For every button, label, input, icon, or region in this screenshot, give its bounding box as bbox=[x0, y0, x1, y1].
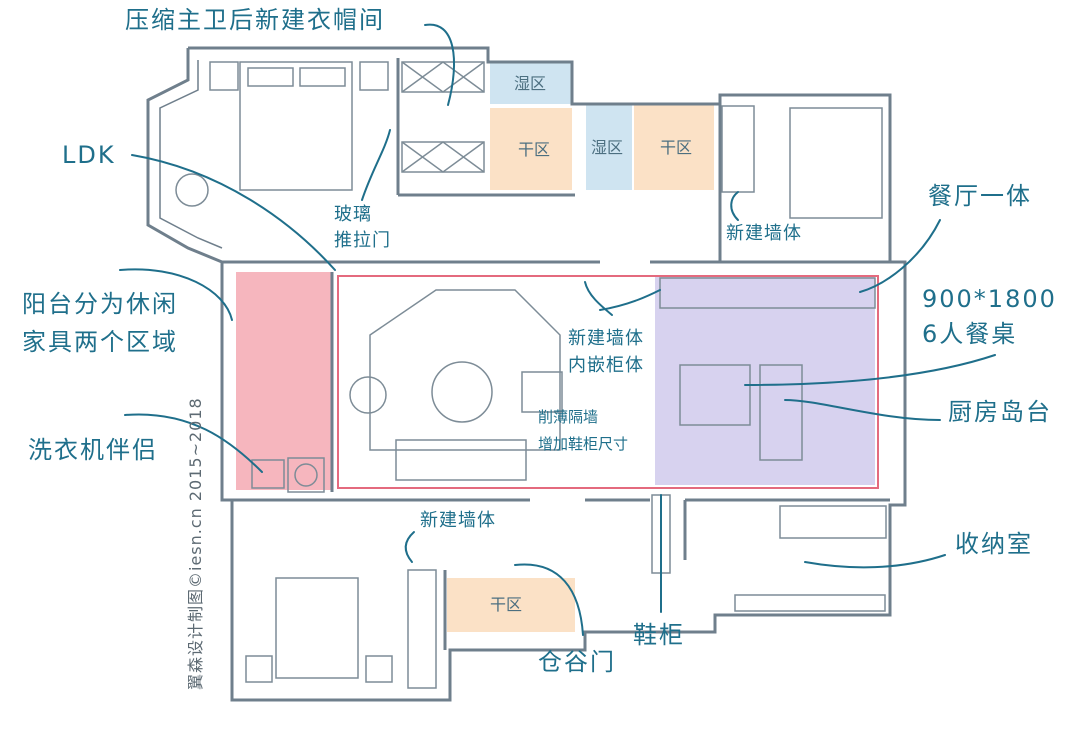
arrow-storage bbox=[804, 554, 946, 569]
arrow-table bbox=[744, 354, 996, 386]
arrow-new-wall-cabinet bbox=[584, 281, 613, 316]
room-wet-zone-2: 湿区 bbox=[591, 138, 624, 157]
label-table-size-1: 900*1800 bbox=[922, 285, 1057, 313]
label-table-size-2: 6人餐桌 bbox=[922, 320, 1018, 348]
label-thin-partition-2: 增加鞋柜尺寸 bbox=[538, 435, 629, 453]
storage-shelves-bottom bbox=[734, 594, 886, 612]
label-new-wall-bottom: 新建墙体 bbox=[420, 510, 496, 531]
label-new-wall-cabinet-1: 新建墙体 bbox=[568, 328, 644, 349]
kitchen-zone-fill bbox=[655, 275, 875, 485]
label-washer-partner: 洗衣机伴侣 bbox=[28, 436, 158, 464]
bay-window-inner bbox=[159, 60, 223, 249]
dry-zone-fill-1 bbox=[490, 108, 572, 190]
arrow-wardrobe bbox=[424, 23, 455, 106]
dry-zone-fill-2 bbox=[634, 104, 714, 190]
wet-zone-fill-1 bbox=[490, 62, 572, 104]
bay-window bbox=[146, 48, 223, 264]
wet-zone-fill-2 bbox=[586, 104, 632, 190]
bed3-nightstand-2 bbox=[365, 655, 393, 683]
wardrobe-cabinet-top bbox=[401, 61, 485, 93]
living-rug bbox=[369, 289, 561, 451]
watermark: 翼森设计制图©iesn.cn 2015~2018 bbox=[186, 397, 205, 690]
arrow-ldk bbox=[131, 154, 336, 271]
coffee-table bbox=[431, 361, 493, 423]
arrow-glass-door bbox=[361, 129, 391, 201]
label-glass-door-2: 推拉门 bbox=[334, 230, 391, 251]
sofa bbox=[395, 439, 527, 481]
kitchen-counter bbox=[659, 277, 876, 309]
room-dry-zone-2: 干区 bbox=[660, 138, 693, 157]
wardrobe-cabinet-bottom bbox=[401, 141, 485, 173]
label-new-wall-top-right: 新建墙体 bbox=[726, 223, 802, 244]
arrow-new-wall-cabinet-2 bbox=[599, 289, 661, 311]
label-ldk: LDK bbox=[62, 141, 116, 169]
kitchen-island bbox=[759, 364, 803, 461]
ldk-outline bbox=[337, 275, 879, 489]
washer-partner-sink bbox=[251, 459, 285, 489]
master-chair bbox=[175, 173, 209, 207]
washer bbox=[287, 457, 325, 493]
label-new-wall-cabinet-2: 内嵌柜体 bbox=[568, 355, 644, 376]
dry-zone-fill-3 bbox=[447, 578, 575, 632]
master-pillow-2 bbox=[299, 67, 346, 87]
outer-wall bbox=[188, 46, 907, 702]
storage-shelves-top bbox=[779, 505, 887, 539]
master-nightstand-1 bbox=[209, 61, 239, 91]
washer-drum bbox=[294, 463, 318, 487]
dining-table bbox=[679, 364, 751, 426]
bed3-nightstand-1 bbox=[245, 655, 273, 683]
bed2-cabinet bbox=[721, 105, 755, 193]
tv-stand bbox=[521, 371, 563, 413]
lounge-chair bbox=[349, 376, 387, 414]
room-dry-zone-1: 干区 bbox=[518, 140, 551, 159]
balcony-zone-fill bbox=[236, 272, 332, 490]
label-kitchen-island: 厨房岛台 bbox=[948, 398, 1052, 426]
room-dry-zone-3: 干区 bbox=[490, 595, 523, 614]
arrow-washer bbox=[124, 413, 263, 473]
arrow-new-wall-tr bbox=[730, 191, 739, 221]
label-balcony-zones-2: 家具两个区域 bbox=[22, 328, 178, 356]
bed3 bbox=[275, 577, 359, 679]
label-storage-room: 收纳室 bbox=[955, 530, 1033, 558]
arrow-new-wall-bottom bbox=[404, 531, 415, 563]
arrow-island bbox=[784, 399, 941, 421]
room-wet-zone-1: 湿区 bbox=[514, 74, 547, 93]
label-balcony-zones-1: 阳台分为休闲 bbox=[22, 290, 178, 318]
master-nightstand-2 bbox=[359, 61, 389, 91]
label-wardrobe-room: 压缩主卫后新建衣帽间 bbox=[125, 6, 385, 34]
wardrobe-cross-2 bbox=[401, 141, 485, 173]
arrow-balcony bbox=[119, 268, 233, 321]
bed3-wardrobe bbox=[407, 569, 437, 689]
arrow-dining bbox=[859, 219, 941, 293]
bed2 bbox=[789, 107, 883, 219]
arrow-barn bbox=[514, 563, 584, 636]
label-barn-door: 仓谷门 bbox=[538, 648, 616, 676]
label-dining-kitchen: 餐厅一体 bbox=[928, 182, 1032, 210]
label-glass-door-1: 玻璃 bbox=[334, 204, 372, 225]
master-pillow-1 bbox=[247, 67, 294, 87]
wardrobe-cross-1 bbox=[401, 61, 485, 93]
label-shoe-cabinet: 鞋柜 bbox=[633, 621, 685, 649]
label-thin-partition-1: 削薄隔墙 bbox=[538, 408, 599, 426]
master-bed bbox=[239, 61, 353, 191]
